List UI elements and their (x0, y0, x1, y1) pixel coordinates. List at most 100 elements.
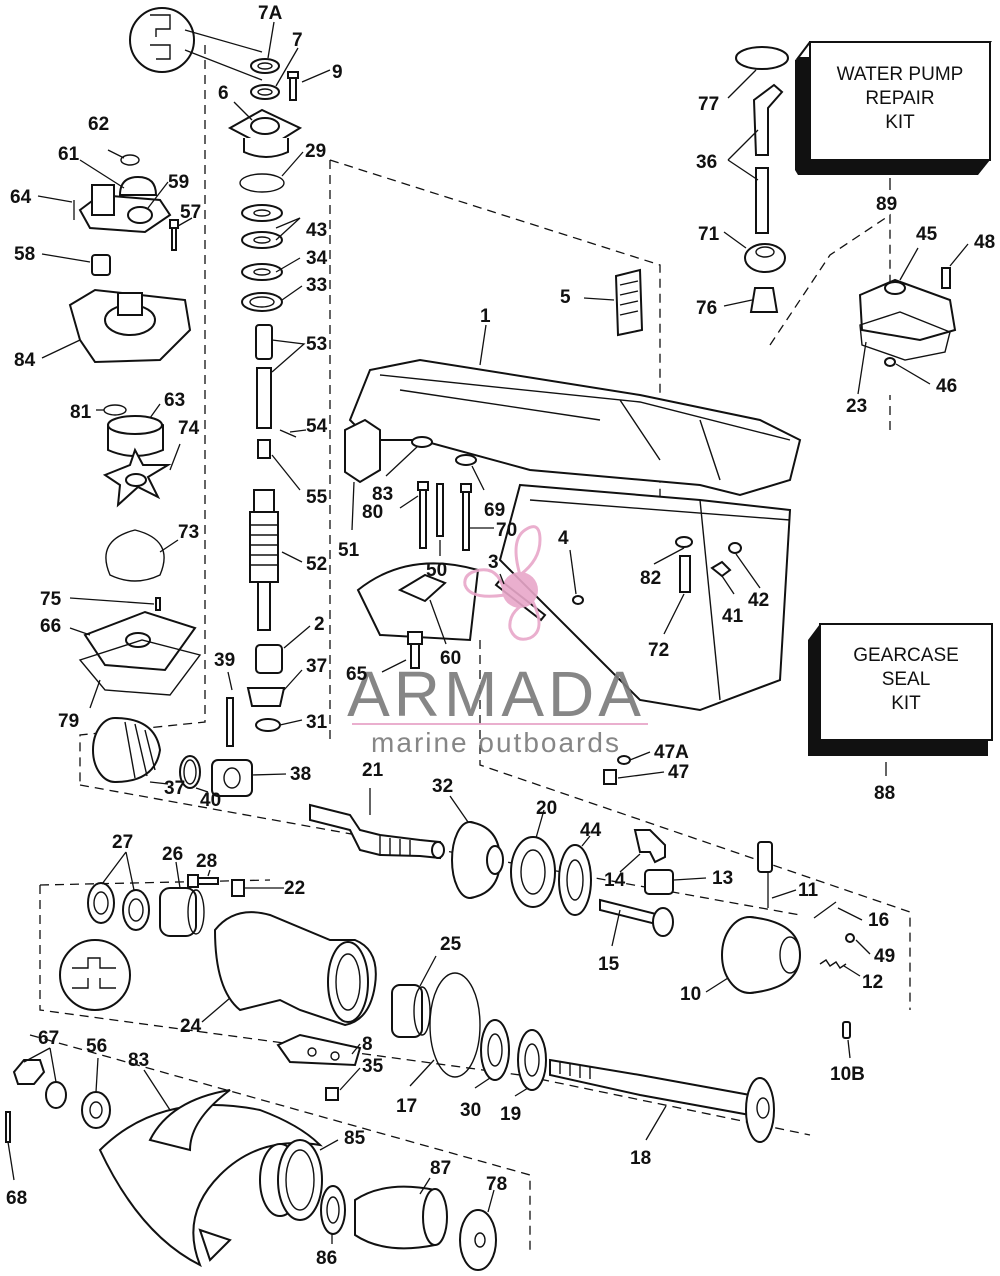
shifter-shaft-15 (599, 898, 674, 937)
part-label-2: 2 (314, 614, 325, 635)
assembly-outlines (29, 45, 911, 1250)
grommet-77 (735, 46, 789, 70)
part-label-80: 80 (362, 502, 383, 523)
pin-16 (813, 901, 837, 919)
cotter-pin-68 (5, 1111, 11, 1143)
part-label-24: 24 (180, 1016, 202, 1037)
part-label-79: 79 (58, 711, 79, 732)
part-label-38: 38 (290, 764, 311, 785)
part-label-28: 28 (196, 851, 217, 872)
washer-46 (884, 357, 896, 367)
part-label-18: 18 (630, 1148, 651, 1169)
o-ring-29 (239, 173, 285, 193)
part-label-12: 12 (862, 972, 883, 993)
part-label-19: 19 (500, 1104, 521, 1125)
screw-57 (169, 219, 179, 251)
part-label-84: 84 (14, 350, 36, 371)
driveshaft-upper (256, 367, 272, 429)
filter-5 (614, 268, 644, 337)
part-label-22: 22 (284, 878, 305, 899)
washer-69 (455, 454, 477, 466)
part-label-31: 31 (306, 712, 328, 733)
o-ring-17 (429, 972, 481, 1078)
seals-27 (87, 882, 150, 931)
part-label-8: 8 (362, 1034, 373, 1055)
anode-8 (276, 1033, 362, 1067)
part-label-3: 3 (488, 552, 499, 573)
watermark-logo (463, 525, 542, 641)
watermark-brand: ARMADA (347, 658, 645, 730)
pin-54 (279, 429, 297, 438)
part-label-37b: 37 (164, 778, 185, 799)
ring-62 (120, 154, 140, 166)
clutch-collar-10 (721, 916, 802, 994)
part-label-55: 55 (306, 487, 328, 508)
impeller-housing-63 (107, 415, 164, 457)
screw-70 (460, 483, 472, 551)
part-label-13: 13 (712, 868, 733, 889)
clutch-dog-38 (211, 759, 253, 797)
part-label-59: 59 (168, 172, 189, 193)
washer-20 (510, 836, 556, 908)
part-label-89: 89 (876, 194, 897, 215)
part-label-66: 66 (40, 616, 61, 637)
spacer-86 (320, 1185, 346, 1235)
part-label-65: 65 (346, 664, 368, 685)
part-label-11: 11 (798, 880, 819, 901)
screw-4 (572, 595, 584, 605)
nut-67 (12, 1059, 46, 1085)
screw-47 (603, 769, 617, 785)
pin-10b (842, 1021, 851, 1039)
kit-text-line: SEAL (882, 669, 931, 690)
part-label-21: 21 (362, 760, 384, 781)
part-label-49: 49 (874, 946, 895, 967)
seal-7 (250, 84, 280, 100)
part-label-74: 74 (178, 418, 200, 439)
part-label-6: 6 (218, 83, 229, 104)
part-label-62: 62 (88, 114, 109, 135)
part-label-53: 53 (306, 334, 327, 355)
part-label-40: 40 (200, 790, 221, 811)
part-label-57: 57 (180, 202, 201, 223)
part-label-51: 51 (338, 540, 360, 561)
part-label-50: 50 (426, 560, 447, 581)
part-label-69: 69 (484, 500, 505, 521)
reverse-gear-32 (451, 821, 504, 899)
thrust-washer-44 (558, 844, 592, 916)
bushing-58 (91, 254, 111, 276)
part-label-76: 76 (696, 298, 717, 319)
bearing-2 (255, 644, 283, 674)
part-label-56: 56 (86, 1036, 107, 1057)
part-label-46: 46 (936, 376, 957, 397)
screw-80 (417, 481, 429, 549)
shim-43 (241, 204, 283, 222)
part-label-47a: 47A (654, 742, 689, 763)
bearing-26 (159, 887, 205, 937)
dowel-39 (226, 697, 234, 747)
seal-7a (250, 58, 280, 74)
washer-19 (517, 1029, 547, 1091)
part-label-41: 41 (722, 606, 744, 627)
plug-41 (710, 560, 732, 578)
washer-67b (45, 1081, 67, 1109)
part-label-67: 67 (38, 1028, 59, 1049)
part-label-88: 88 (874, 783, 895, 804)
part-label-68: 68 (6, 1188, 27, 1209)
screw-48 (941, 267, 951, 289)
ball-49 (845, 933, 855, 943)
kit-text-line: WATER PUMP (837, 64, 964, 85)
gasket-79 (78, 639, 202, 696)
washer-83 (411, 436, 433, 448)
part-label-29: 29 (305, 141, 326, 162)
gasket-73 (105, 529, 165, 582)
hub-87 (354, 1185, 448, 1250)
part-label-27: 27 (112, 832, 133, 853)
ring-81 (103, 404, 127, 416)
screw-35 (325, 1087, 339, 1101)
cover-45 (858, 278, 957, 342)
gasket-23 (859, 311, 951, 361)
part-label-83a: 83 (128, 1050, 149, 1071)
part-label-5: 5 (560, 287, 571, 308)
forward-gear-37 (92, 717, 162, 783)
gearcase-seal-kit-box: GEARCASE SEAL KIT (808, 623, 993, 756)
